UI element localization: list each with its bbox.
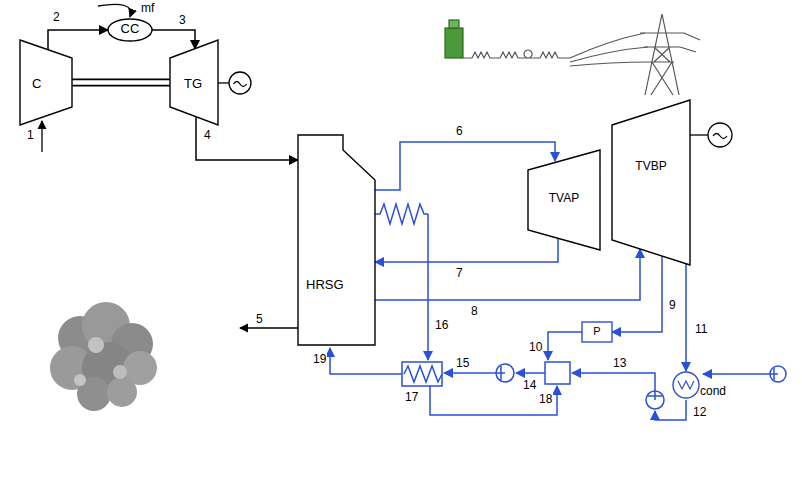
node-shape [170,40,218,125]
compressor: C [20,40,72,125]
pipe [430,386,557,415]
hp-steam-turbine: TVAP [528,150,600,250]
node-label: C [32,77,41,91]
pump-symbol [770,366,786,382]
condenser-coil [678,381,694,389]
callout-number: 9 [668,298,677,312]
generator-symbol [218,72,251,94]
pump-symbol [770,368,778,380]
generator-symbol [690,123,732,147]
callout-number: 4 [203,128,212,142]
heater-coil [404,366,442,382]
deaerator-box: P [582,322,612,342]
node-label: TVBP [635,160,666,173]
callout-number: 16 [434,318,449,332]
flow-connector [152,30,195,49]
flow-connector-group [375,249,640,300]
callout-number: 8 [470,304,479,318]
callout-number: 1 [26,128,35,142]
node-shape [298,135,375,345]
node-label: CC [121,22,140,36]
pipe [703,373,770,375]
node-outline [612,100,690,265]
node-shape [20,40,72,125]
callout-number: 14 [522,378,537,392]
callout-number: 15 [455,356,470,370]
callout-number: 3 [178,13,187,27]
exhaust-arrow [240,327,298,328]
callout-number: 11 [694,322,708,336]
pump-symbol [646,391,664,409]
heat-exchanger-coil [375,204,428,224]
shaft-core [72,80,170,85]
node-shape [582,322,612,342]
pipe [444,372,496,374]
callout-number: 5 [255,312,264,326]
combustion-chamber: CC [108,19,152,41]
callout-number: 12 [692,405,707,419]
flow-connector-group [72,82,170,83]
callout-number: 19 [312,352,327,366]
exhaust-cloud [50,302,157,411]
hrsg-boiler: HRSG [298,135,375,345]
flow-connector-group [612,256,662,332]
node-outline [298,135,375,345]
mixing-chamber [545,362,570,384]
callout-number: 2 [52,10,61,24]
flow-connector [48,30,108,50]
shaft-connector [72,79,170,87]
flow-connector [375,249,640,300]
feedwater-heater [402,362,442,386]
callout-number: 17 [404,390,419,404]
node-shape [673,372,699,398]
fuel-flow-label: mf [140,1,155,15]
node-label: TVAP [549,192,579,205]
node-shape [108,19,152,41]
node-label: TG [184,77,202,91]
callout-number: 7 [455,266,464,280]
flow-connector [685,262,687,371]
node-shape [528,150,600,250]
node-label: cond [700,385,726,398]
node-label: HRSG [306,278,344,292]
callout-number: 6 [455,124,464,138]
node-label: P [593,325,600,337]
gas-turbine: TG [170,40,218,125]
pump-symbol [496,364,514,382]
air-inlet-arrow [41,121,42,152]
callout-number: 18 [538,392,553,406]
pump-symbol [648,391,662,400]
flow-connector-group [48,30,108,50]
node-outline [20,40,72,125]
node-shape [612,100,690,265]
flow-connector [375,237,558,262]
flow-connector-group [686,262,687,371]
callout-number: 13 [612,356,627,370]
pipe [548,332,582,360]
pipe [330,348,402,374]
flow-connector-group [152,30,195,49]
callout-number: 10 [528,340,543,354]
condenser: cond [670,370,732,402]
pipe [572,373,655,391]
pump-symbol [496,366,505,380]
pipe [516,372,545,374]
flow-connector [612,256,662,332]
pipe [427,214,429,360]
fuel-arrow [98,4,131,17]
lp-steam-turbine: TVBP [612,100,690,265]
power-grid-illustration [445,14,700,95]
flow-connector-group [375,237,558,262]
